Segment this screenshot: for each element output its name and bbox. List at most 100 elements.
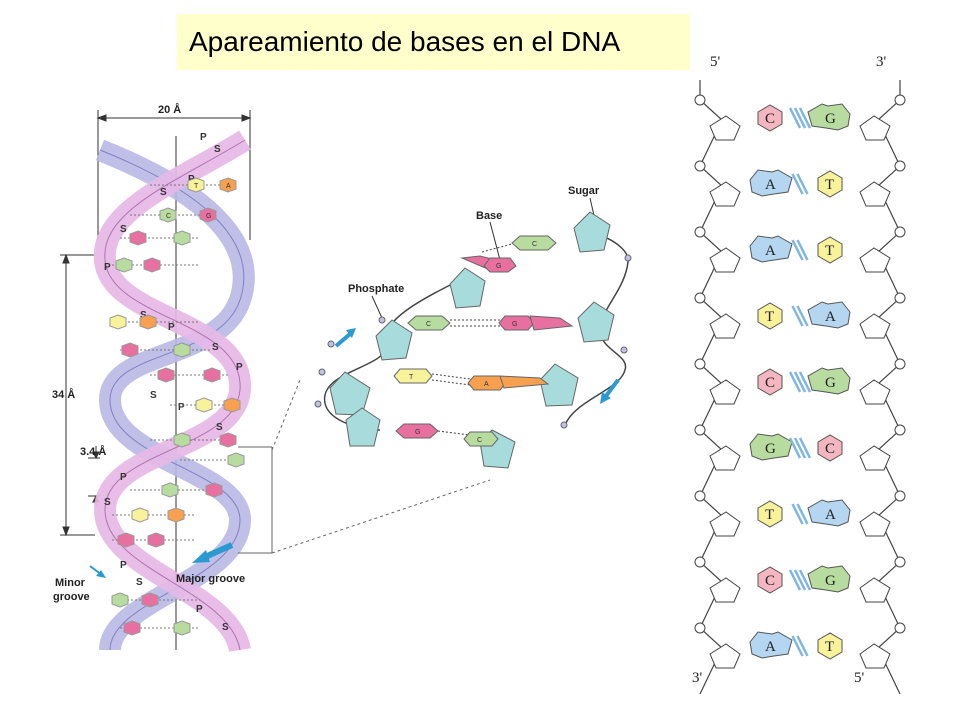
ladder-hydrogen-bond [791, 635, 804, 657]
ladder-base-right [817, 434, 843, 462]
helix-rung [120, 230, 200, 246]
ladder-hydrogen-bond [796, 239, 809, 261]
ladder-base-right-letter: T [825, 639, 834, 655]
ladder-top-right-label: 3' [876, 54, 887, 70]
helix-rung [120, 620, 200, 636]
detail-base-letter: C [532, 241, 537, 248]
ladder-sugar [859, 115, 891, 141]
minor-groove-label-line2: groove [53, 591, 90, 603]
detail-base-letter: C [477, 437, 482, 444]
major-groove-arrow [192, 542, 234, 563]
ladder-bottom-left-label: 3' [692, 670, 703, 686]
helix-rung [150, 432, 237, 448]
strand-letter-s: S [216, 422, 223, 433]
helix-rung [170, 397, 241, 413]
ladder-base-left-letter: C [765, 111, 775, 127]
ladder-phosphate [694, 94, 706, 106]
rung-letter: C [166, 213, 171, 220]
ladder-sugar [859, 247, 891, 273]
title-box: Apareamiento de bases en el DNA [177, 14, 690, 70]
ladder-sugar [709, 379, 741, 405]
ladder-phosphate [894, 226, 906, 238]
ladder-hydrogen-bond [796, 503, 809, 525]
ladder-base-right [817, 632, 843, 660]
ladder-base-left-letter: T [765, 309, 774, 325]
sugar [573, 211, 611, 253]
ladder-hydrogen-bond [793, 437, 807, 459]
ladder-base-right-letter: C [825, 441, 835, 457]
ladder-hydrogen-bond [796, 305, 809, 327]
strand-letter-p: P [168, 322, 175, 333]
ladder-phosphate [894, 292, 906, 304]
ladder-sugar [709, 577, 741, 603]
ladder-sugar [859, 445, 891, 471]
strand-letter-p: P [196, 604, 203, 615]
ladder-hydrogen-bond [791, 305, 804, 327]
ladder-base-left [757, 500, 783, 528]
strand-letter-s: S [150, 390, 157, 401]
ladder-hydrogen-bond [798, 371, 812, 393]
ladder-phosphate [894, 160, 906, 172]
ladder-sugar [709, 181, 741, 207]
ladder-phosphate [894, 622, 906, 634]
detail-bracket [238, 379, 491, 554]
ladder-hydrogen-bond [796, 173, 809, 195]
ladder-base-right [807, 301, 851, 329]
detail-base-letter: A [484, 381, 489, 388]
ladder-phosphate [694, 160, 706, 172]
ladder-hydrogen-bond [791, 503, 804, 525]
detail-base-pair: C G [460, 235, 557, 273]
ladder-hydrogen-bond [793, 107, 807, 129]
ladder-hydrogen-bond [788, 569, 802, 591]
ladder-base-left-letter: G [765, 441, 776, 457]
strand-letter-s: S [120, 224, 127, 235]
ladder-sugar [709, 511, 741, 537]
ladder-hydrogen-bond [798, 437, 812, 459]
ladder-sugar [709, 643, 741, 669]
major-groove-label: Major groove [176, 573, 245, 585]
ladder-phosphate [694, 556, 706, 568]
ladder-base-left-letter: A [765, 639, 776, 655]
double-helix: 20 Å 34 Å 3.4 Å P S P S S P S P S P S P … [52, 103, 491, 653]
ladder-base-left-letter: C [765, 375, 775, 391]
ladder-base-right [817, 236, 843, 264]
ladder-sugar [709, 313, 741, 339]
sugar-label: Sugar [568, 185, 600, 197]
ladder-base-right [807, 499, 851, 527]
ladder-base-left-letter: T [765, 507, 774, 523]
ladder-sugar [859, 643, 891, 669]
helix-rung: T A [150, 177, 237, 193]
detail-base-letter: G [512, 321, 517, 328]
ladder-phosphate [694, 226, 706, 238]
sugar [449, 267, 486, 309]
ladder-phosphate [694, 490, 706, 502]
ladder-phosphate [694, 292, 706, 304]
ladder-phosphate [694, 358, 706, 370]
ladder-base-left [749, 169, 793, 197]
rung-letter: G [206, 213, 211, 220]
ladder-sugar [709, 115, 741, 141]
ladder-phosphate [694, 622, 706, 634]
strand-letter-p: P [200, 132, 207, 143]
ladder-hydrogen-bond [798, 569, 812, 591]
minor-groove-label-line1: Minor [55, 577, 86, 589]
strand-letter-s: S [160, 187, 167, 198]
ladder-sugar [859, 181, 891, 207]
sugar [577, 301, 615, 343]
detail-base-pair: T A [393, 368, 550, 391]
ladder-phosphate [894, 556, 906, 568]
sugar [375, 319, 413, 361]
helix-width-label: 20 Å [158, 103, 181, 116]
helix-strand-pink-edge [104, 139, 246, 651]
ladder-base-right-letter: A [825, 309, 836, 325]
detail-base-letter: G [415, 429, 420, 436]
sugar [539, 363, 579, 407]
ladder-base-left [757, 104, 783, 132]
rung-letter: T [194, 183, 199, 190]
strand-letter-s: S [214, 144, 221, 155]
ladder-base-left-letter: A [765, 243, 776, 259]
strand-letter-s: S [140, 310, 147, 321]
ladder-sugar [709, 445, 741, 471]
